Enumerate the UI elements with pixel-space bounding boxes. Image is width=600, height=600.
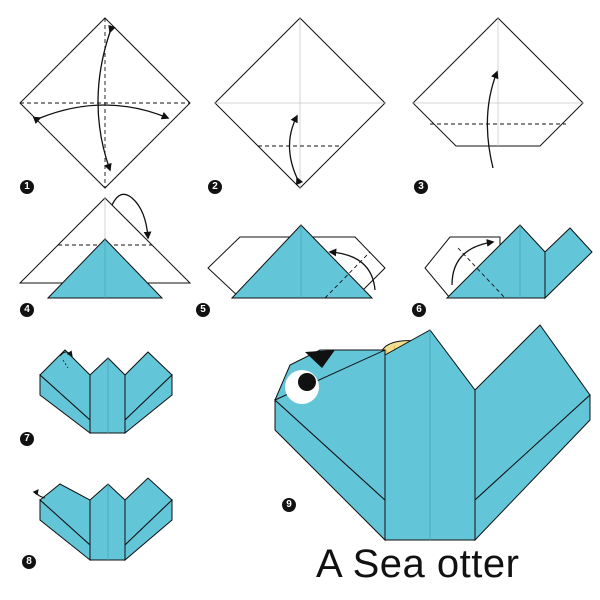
step-7-diagram	[39, 349, 173, 435]
step-number-badge: 3	[414, 180, 428, 194]
step-3-diagram	[412, 17, 584, 169]
step-number-badge: 7	[20, 432, 34, 446]
step-number-badge: 6	[412, 303, 426, 317]
step-2-diagram	[214, 17, 386, 189]
eye-pupil	[298, 373, 316, 391]
step-number-badge: 5	[196, 303, 210, 317]
step-number-badge: 8	[22, 555, 36, 569]
step-9-sea-otter	[274, 324, 591, 542]
step-1-diagram	[19, 17, 191, 189]
step-number-badge: 4	[20, 303, 34, 317]
step-8-diagram	[32, 477, 173, 562]
step-5-diagram	[207, 224, 386, 299]
step-6-diagram	[424, 224, 593, 300]
step-number-badge: 2	[208, 180, 222, 194]
nose-mark	[305, 350, 335, 368]
step-number-badge: 9	[282, 498, 296, 512]
step-number-badge: 1	[20, 180, 34, 194]
diagram-title: A Sea otter	[316, 542, 520, 586]
step-4-diagram	[18, 193, 192, 299]
